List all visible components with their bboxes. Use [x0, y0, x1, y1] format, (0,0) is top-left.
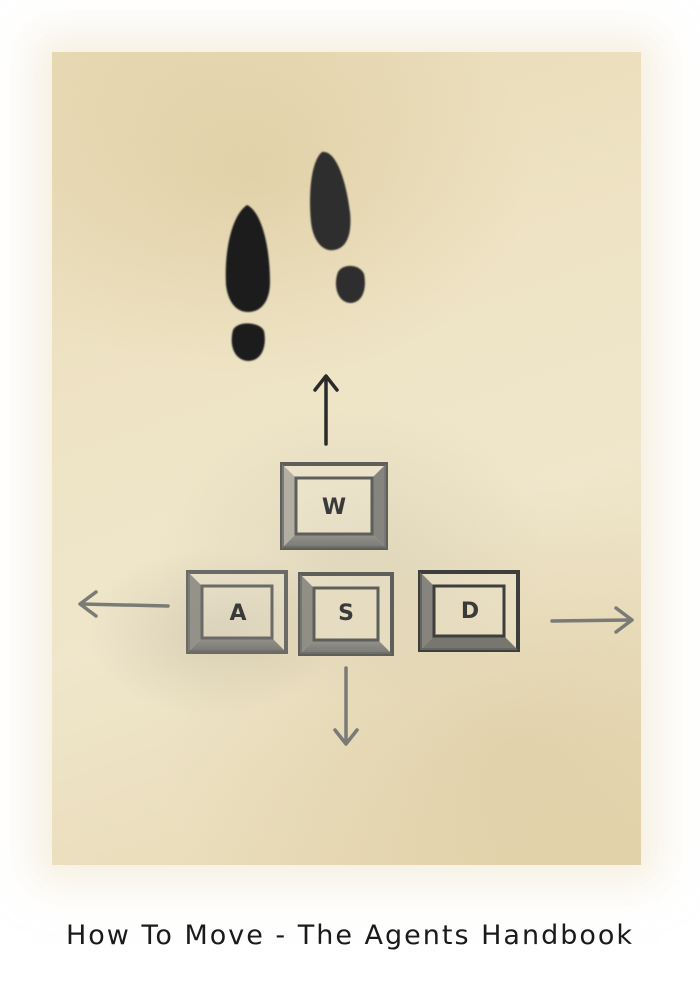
arrow-down-icon — [333, 666, 359, 746]
key-d-label: D — [461, 599, 479, 624]
key-s-label: S — [338, 601, 354, 626]
key-a[interactable]: A — [186, 570, 288, 654]
left-footprint-heel — [231, 323, 265, 361]
key-s[interactable]: S — [298, 572, 394, 656]
left-footprint-sole — [225, 205, 270, 312]
right-footprint-sole — [310, 151, 351, 251]
arrow-right-icon — [550, 606, 634, 634]
arrow-up-icon — [313, 374, 339, 446]
right-footprint-heel — [335, 265, 365, 303]
footprints-icon — [225, 151, 365, 361]
arrow-left-icon — [78, 590, 170, 618]
key-d[interactable]: D — [418, 570, 520, 652]
key-w[interactable]: W — [280, 462, 388, 550]
page-caption: How To Move - The Agents Handbook — [65, 920, 635, 951]
key-w-label: W — [322, 495, 346, 520]
key-a-label: A — [229, 601, 246, 626]
